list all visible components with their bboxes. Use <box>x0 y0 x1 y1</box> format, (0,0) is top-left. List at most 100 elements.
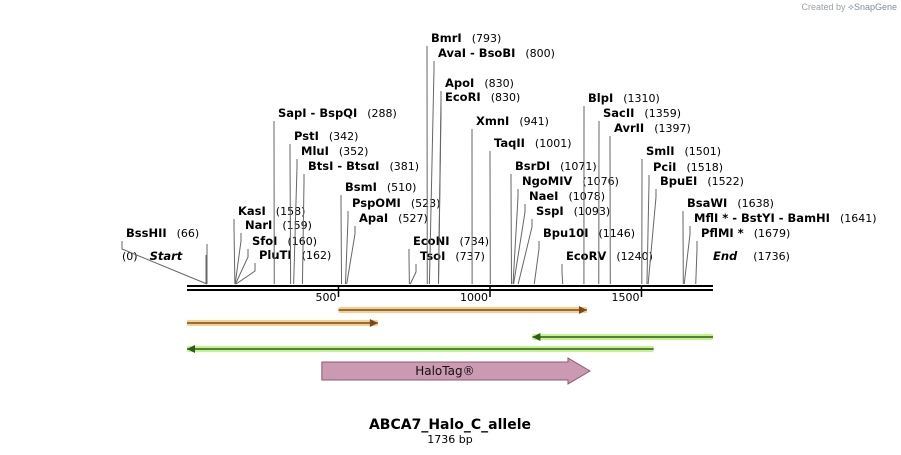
site-label: PflMI *(1679) <box>701 226 790 240</box>
site-position: (1359) <box>644 107 681 120</box>
site-stem <box>340 195 343 285</box>
site-position: (342) <box>329 130 359 143</box>
site-btsi: BtsI - BtsαI(381) <box>301 159 419 285</box>
site-econi: EcoNI(734) <box>408 234 489 285</box>
site-label: SmlI(1501) <box>646 144 721 158</box>
site-position: (66) <box>177 227 200 240</box>
site-position: (1397) <box>654 122 691 135</box>
site-label: EcoRV(1240) <box>566 249 653 263</box>
primer-arrow[interactable] <box>187 345 654 353</box>
site-position: (1078) <box>568 190 605 203</box>
site-label: PstI (342) <box>294 129 358 143</box>
site-label: BsmI(510) <box>345 180 416 194</box>
site-stem <box>344 211 349 285</box>
site-position: (1522) <box>707 175 744 188</box>
site-position: (159) <box>282 219 312 232</box>
site-name: KasI <box>238 204 266 218</box>
site-name: PstI <box>294 129 319 143</box>
site-name: PspOMI <box>352 196 401 210</box>
site-end: End(1736) <box>713 249 790 263</box>
site-name: BsrDI <box>515 159 550 173</box>
site-stem <box>235 263 256 285</box>
site-name: TaqII <box>494 136 525 150</box>
site-position: (1638) <box>737 197 774 210</box>
site-nari: NarI (159) <box>234 218 312 285</box>
site-taqii: TaqII(1001) <box>489 136 572 285</box>
ruler-tick-label: 500 <box>315 291 336 304</box>
primer-arrowhead <box>369 319 378 327</box>
site-position: (1501) <box>685 145 722 158</box>
feature-arrow <box>321 357 591 385</box>
site-name: AvaI - BsoBI <box>438 46 515 60</box>
site-position: (288) <box>367 107 397 120</box>
feature-label: HaloTag® <box>415 364 474 378</box>
site-position: (1310) <box>623 92 660 105</box>
site-naei: NaeI (1078) <box>513 189 605 285</box>
site-sspi: SspI(1093) <box>517 204 610 285</box>
site-ecori: EcoRI(830) <box>437 90 520 285</box>
feature-halotag[interactable]: HaloTag® <box>321 357 591 385</box>
site-label: ApoI(830) <box>445 76 514 90</box>
primer-arrow[interactable] <box>187 319 378 327</box>
site-blpi: BlpI(1310) <box>583 91 660 285</box>
site-stem <box>512 189 519 285</box>
site-position: (734) <box>459 235 489 248</box>
site-pluti: PluTI(162) <box>235 248 331 285</box>
site-name: EcoRI <box>445 90 481 104</box>
site-bsrdi: BsrDI(1071) <box>510 159 597 285</box>
site-bsmi: BsmI(510) <box>340 180 416 285</box>
site-label: NarI (159) <box>245 218 312 232</box>
site-name: EcoRV <box>566 249 606 263</box>
site-stem <box>289 144 292 285</box>
site-name: NarI <box>245 218 272 232</box>
site-label: (0)Start <box>122 249 183 263</box>
site-label: MflI * - BstYI - BamHI(1641) <box>694 211 877 225</box>
site-stem <box>533 241 540 285</box>
plasmid-name: ABCA7_Halo_C_allele <box>369 417 531 433</box>
site-stem <box>517 219 533 285</box>
site-stem <box>301 174 305 285</box>
site-bpuei: BpuEI(1522) <box>647 174 744 285</box>
site-name: SspI <box>536 204 564 218</box>
features: HaloTag® <box>321 357 591 385</box>
site-sacii: SacII(1359) <box>598 106 681 285</box>
site-stem <box>293 159 298 285</box>
site-label: TaqII(1001) <box>494 136 572 150</box>
site-stem <box>647 189 657 285</box>
site-stem <box>346 226 356 285</box>
site-stem <box>695 241 698 285</box>
snapgene-logo-icon: ⟡ <box>848 2 854 12</box>
site-name: BmrI <box>431 31 462 45</box>
site-label: PluTI(162) <box>259 248 331 262</box>
site-position: (527) <box>398 212 428 225</box>
site-stem <box>646 175 650 285</box>
snapgene-credit: Created by ⟡SnapGene <box>801 2 897 13</box>
site-position: (941) <box>519 115 549 128</box>
primer-arrowhead <box>532 333 541 341</box>
site-position: (510) <box>387 181 417 194</box>
site-stem <box>234 233 242 285</box>
site-bpu10i: Bpu10I(1146) <box>533 226 635 285</box>
site-position: (1736) <box>753 250 790 263</box>
site-label: XmnI(941) <box>476 114 549 128</box>
site-stem <box>437 105 442 285</box>
site-label: SfoI(160) <box>252 234 317 248</box>
site-start: (0)Start <box>122 249 207 284</box>
site-label: NaeI (1078) <box>529 189 605 203</box>
site-name: MflI * - BstYI - BamHI <box>694 211 830 225</box>
site-position: (381) <box>389 160 419 173</box>
site-mlui: MluI(352) <box>293 144 368 285</box>
site-position: (800) <box>525 47 555 60</box>
site-name: MluI <box>301 144 329 158</box>
site-name: NaeI <box>529 189 558 203</box>
primer-arrow[interactable] <box>532 333 713 341</box>
site-stem <box>409 264 417 285</box>
primer-arrow[interactable] <box>338 306 587 314</box>
site-bmri: BmrI(793) <box>426 31 501 285</box>
site-stem <box>683 226 691 285</box>
primer-arrowhead <box>578 306 587 314</box>
site-position: (162) <box>302 249 332 262</box>
site-sapi: SapI - BspQI(288) <box>273 106 397 285</box>
site-stem <box>233 219 236 285</box>
